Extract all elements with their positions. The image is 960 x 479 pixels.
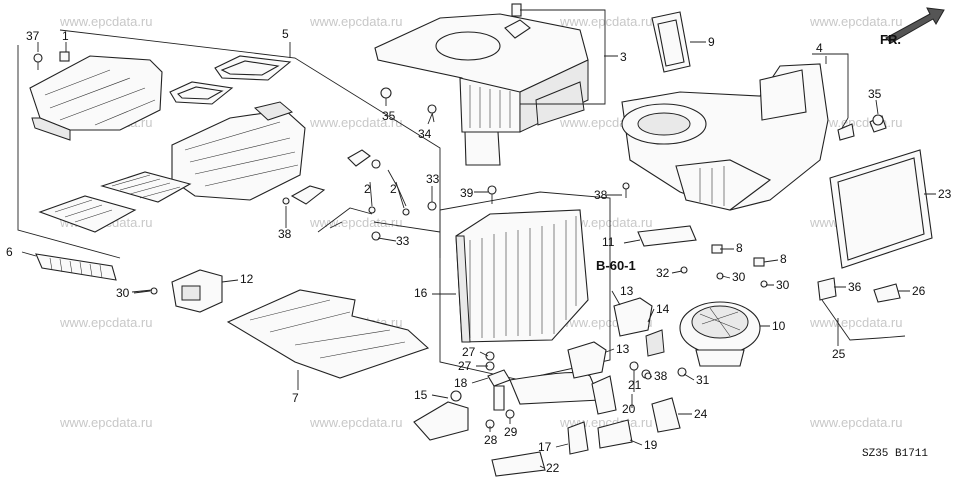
callout-17: 17: [538, 440, 552, 454]
callout-2: 2: [390, 182, 397, 196]
callout-34: 34: [418, 127, 432, 141]
callout-1: 1: [62, 29, 69, 43]
callout-7: 7: [292, 391, 299, 405]
clip-icon: [59, 51, 70, 62]
callout-8: 8: [736, 241, 743, 255]
callout-36: 36: [848, 280, 862, 294]
watermark-text: www.epcdata.ru: [59, 14, 153, 29]
watermark-text: www.epcdata.ru: [559, 14, 653, 29]
watermark-text: www.epcdata.ru: [309, 14, 403, 29]
callout-35: 35: [382, 109, 396, 123]
blower-motor: [679, 301, 761, 367]
watermark-text: www.epcdata.ru: [59, 315, 153, 330]
reference-label: B-60-1: [596, 258, 636, 273]
watermark-text: www.epcdata.ru: [309, 215, 403, 230]
front-direction-arrow: FR.: [880, 7, 945, 47]
heater-unit-group: [17, 29, 441, 379]
watermark-text: www.epcdata.ru: [809, 415, 903, 430]
callout-6: 6: [6, 245, 13, 259]
callout-33: 33: [396, 234, 410, 248]
callout-26: 26: [912, 284, 926, 298]
callout-27: 27: [458, 359, 472, 373]
watermark-text: www.epcdata.ru: [309, 115, 403, 130]
callout-27: 27: [462, 345, 476, 359]
callout-13: 13: [616, 342, 630, 356]
callout-30: 30: [732, 270, 746, 284]
callout-30: 30: [776, 278, 790, 292]
watermark-text: www.epcdata.ru: [559, 215, 653, 230]
diagram-code: SZ35 B1711: [862, 448, 928, 460]
callout-11: 11: [602, 235, 615, 249]
callout-21: 21: [628, 378, 642, 392]
callout-38: 38: [278, 227, 292, 241]
evaporator-core: [439, 191, 611, 381]
heater-core-housing: [171, 109, 306, 201]
callout-38: 38: [654, 369, 668, 383]
filter-plate-lower: [38, 195, 137, 233]
callout-5: 5: [282, 27, 289, 41]
watermark-text: www.epcdata.ru: [809, 315, 903, 330]
callout-9: 9: [708, 35, 715, 49]
callout-2: 2: [364, 182, 371, 196]
lower-cover: [226, 289, 430, 379]
callout-37: 37: [26, 29, 40, 43]
callout-31: 31: [696, 373, 710, 387]
callout-39: 39: [460, 186, 474, 200]
callout-labels: 37 1 5 3 9 4 35 35 34 6 2 2 33 39 38 38 …: [6, 27, 952, 475]
callout-22: 22: [546, 461, 560, 475]
watermark-text: www.epcdata.ru: [59, 415, 153, 430]
callout-13: 13: [620, 284, 634, 298]
callout-30: 30: [116, 286, 130, 300]
callout-23: 23: [938, 187, 952, 201]
callout-10: 10: [772, 319, 786, 333]
callout-18: 18: [454, 376, 468, 390]
link-lever: [347, 149, 371, 167]
callout-19: 19: [644, 438, 658, 452]
fasteners: [380, 87, 884, 380]
callout-24: 24: [694, 407, 708, 421]
screw-icon: [33, 53, 43, 63]
relay-group: [567, 297, 665, 379]
callout-29: 29: [504, 425, 518, 439]
front-direction-label: FR.: [880, 32, 901, 47]
callout-14: 14: [656, 302, 670, 316]
watermark-text: www.epcdata.ru: [809, 14, 903, 29]
callout-33: 33: [426, 172, 440, 186]
callout-12: 12: [240, 272, 254, 286]
watermark-text: www.epcdata.ru: [309, 415, 403, 430]
callout-32: 32: [656, 266, 670, 280]
callout-28: 28: [484, 433, 498, 447]
callout-16: 16: [414, 286, 428, 300]
callout-20: 20: [622, 402, 636, 416]
expansion-valve-group: [413, 351, 681, 477]
sensor-wire: [821, 299, 906, 341]
callout-38: 38: [594, 188, 608, 202]
callout-4: 4: [816, 41, 823, 55]
callout-35: 35: [868, 87, 882, 101]
evaporator-case-upper: [374, 3, 606, 166]
callout-3: 3: [620, 50, 627, 64]
blower-housing: [621, 53, 887, 211]
callout-8: 8: [780, 252, 787, 266]
callout-15: 15: [414, 388, 428, 402]
callout-25: 25: [832, 347, 846, 361]
filter-plate: [100, 171, 192, 203]
vent-grille: [35, 253, 117, 281]
